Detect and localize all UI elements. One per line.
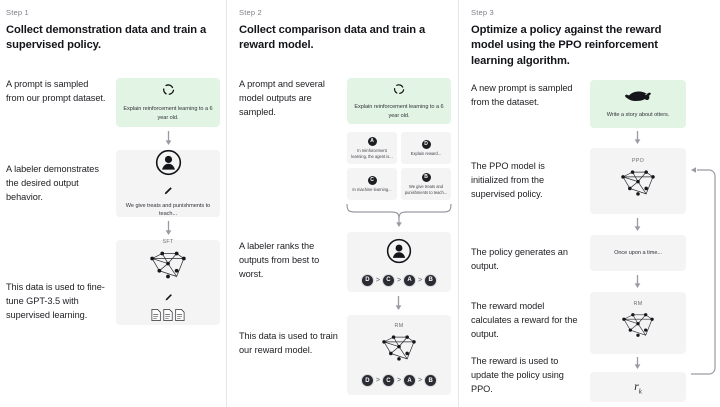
output-text-d: Explain reward...	[410, 150, 442, 156]
step-1-column: Step 1 Collect demonstration data and tr…	[0, 0, 226, 407]
arrow-down-3a	[634, 131, 641, 145]
arrow-down-1b	[165, 221, 172, 236]
step-3-caption-2: The PPO model is initialized from the su…	[471, 161, 545, 199]
arrow-down-3d	[634, 357, 641, 370]
arrow-down-3b	[634, 218, 641, 232]
step-1-caption-3: This data is used to fine-tune GPT-3.5 w…	[6, 282, 105, 320]
rm-rank-pill-4: B	[424, 374, 438, 387]
step-3-output-box[interactable]: Once upon a time...	[590, 235, 686, 271]
otter-icon	[624, 89, 652, 107]
pencil-icon	[163, 183, 173, 201]
step-3-column: Step 3 Optimize a policy against the rew…	[458, 0, 720, 407]
step-3-ppo-box[interactable]: PPO	[590, 148, 686, 214]
output-letter-a: A	[367, 136, 377, 146]
neural-network-icon	[378, 331, 420, 370]
step-3-caption-3: The policy generates an output.	[471, 247, 568, 271]
merge-brace	[345, 202, 453, 233]
step-1-title: Collect demonstration data and train a s…	[6, 24, 207, 52]
step-3-ppo-tag: PPO	[631, 157, 645, 164]
ranking-row-labeler: D > C > A > B	[360, 273, 438, 287]
step-1-prompt-box[interactable]: Explain reinforcement learning to a 6 ye…	[116, 78, 220, 127]
neural-network-icon	[146, 247, 190, 288]
step-3-title: Optimize a policy against the reward mod…	[471, 24, 662, 67]
rank-pill-4: B	[424, 273, 438, 287]
output-text-a: In reinforcement learning, the agent is.…	[351, 147, 393, 159]
arrow-down-1a	[165, 131, 172, 146]
rank-pill-3: A	[403, 273, 417, 287]
step-3-new-prompt-box[interactable]: Write a story about otters.	[590, 80, 686, 128]
step-1-caption-1: A prompt is sampled from our prompt data…	[6, 79, 106, 103]
recycle-icon	[162, 83, 175, 101]
output-text-c: In machine learning...	[352, 186, 392, 192]
step-3-caption-5: The reward is used to update the policy …	[471, 356, 564, 394]
step-1-sft-tag: SFT	[162, 238, 174, 245]
step-2-prompt-text: Explain reinforcement learning to a 6 ye…	[354, 104, 444, 119]
step-2-prompt-box[interactable]: Explain reinforcement learning to a 6 ye…	[347, 78, 451, 124]
step-2-caption-2: A labeler ranks the outputs from best to…	[239, 241, 320, 279]
sampled-output-card-c[interactable]: C In machine learning...	[347, 168, 397, 200]
step-1-caption-2: A labeler demonstrates the desired outpu…	[6, 164, 99, 202]
ppo-feedback-loop-arrow	[685, 160, 719, 395]
rm-rank-sep-2: >	[396, 377, 402, 384]
step-2-column: Step 2 Collect comparison data and train…	[226, 0, 458, 407]
output-letter-c: C	[367, 175, 377, 185]
output-text-b: We give treats and punishments to teach.…	[404, 183, 448, 195]
step-1-label: Step 1	[6, 8, 29, 17]
step-3-label: Step 3	[471, 8, 494, 17]
rm-rank-pill-3: A	[403, 374, 417, 387]
neural-network-icon	[618, 309, 658, 346]
documents-icon	[150, 308, 186, 327]
step-3-reward-value-box[interactable]: rk	[590, 372, 686, 402]
step-3-rm-tag: RM	[633, 300, 643, 307]
step-1-labeler-box[interactable]: We give treats and punishments to teach.…	[116, 149, 220, 217]
sampled-output-card-b[interactable]: B We give treats and punishments to teac…	[401, 168, 451, 200]
rank-sep-1: >	[375, 276, 380, 284]
recycle-icon	[393, 82, 405, 100]
step-1-sft-box[interactable]: SFT	[116, 238, 220, 327]
step-3-output-text: Once upon a time...	[614, 249, 662, 256]
arrow-down-3c	[634, 275, 641, 289]
step-2-title: Collect comparison data and train a rewa…	[239, 24, 426, 52]
step-3-caption-1: A new prompt is sampled from the dataset…	[471, 83, 573, 107]
step-1-labeler-text: We give treats and punishments to teach.…	[125, 202, 211, 217]
rm-rank-sep-3: >	[418, 377, 423, 384]
step-3-caption-4: The reward model calculates a reward for…	[471, 301, 578, 339]
rank-pill-2: C	[381, 273, 395, 287]
rank-sep-2: >	[396, 276, 402, 284]
rank-sep-3: >	[418, 276, 423, 284]
step-3-reward-model-box[interactable]: RM	[590, 292, 686, 354]
sampled-output-card-d[interactable]: D Explain reward...	[401, 132, 451, 164]
labeler-person-icon	[155, 149, 182, 181]
rank-pill-1: D	[360, 273, 374, 287]
reward-formula: rk	[634, 379, 642, 395]
rm-rank-pill-1: D	[360, 374, 374, 387]
step-2-rm-tag: RM	[394, 323, 404, 329]
step-2-reward-model-box[interactable]: RM D > C	[347, 315, 451, 395]
neural-network-icon	[617, 166, 659, 205]
output-letter-d: D	[421, 139, 431, 149]
reward-formula-base: r	[634, 378, 639, 393]
labeler-person-icon	[386, 238, 412, 269]
step-2-caption-3: This data is used to train our reward mo…	[239, 331, 338, 355]
pencil-icon	[164, 289, 173, 307]
rm-rank-sep-1: >	[375, 377, 380, 384]
arrow-down-2a	[395, 296, 402, 311]
ranking-row-rm: D > C > A > B	[360, 374, 438, 387]
step-1-prompt-text: Explain reinforcement learning to a 6 ye…	[123, 106, 213, 121]
sampled-output-card-a[interactable]: A In reinforcement learning, the agent i…	[347, 132, 397, 164]
step-3-new-prompt-text: Write a story about otters.	[606, 111, 670, 118]
reward-formula-sub: k	[638, 387, 642, 396]
step-2-label: Step 2	[239, 8, 262, 17]
rm-rank-pill-2: C	[381, 374, 395, 387]
step-2-caption-1: A prompt and several model outputs are s…	[239, 79, 325, 117]
output-letter-b: B	[421, 172, 431, 182]
step-2-ranking-box[interactable]: D > C > A > B	[347, 232, 451, 292]
